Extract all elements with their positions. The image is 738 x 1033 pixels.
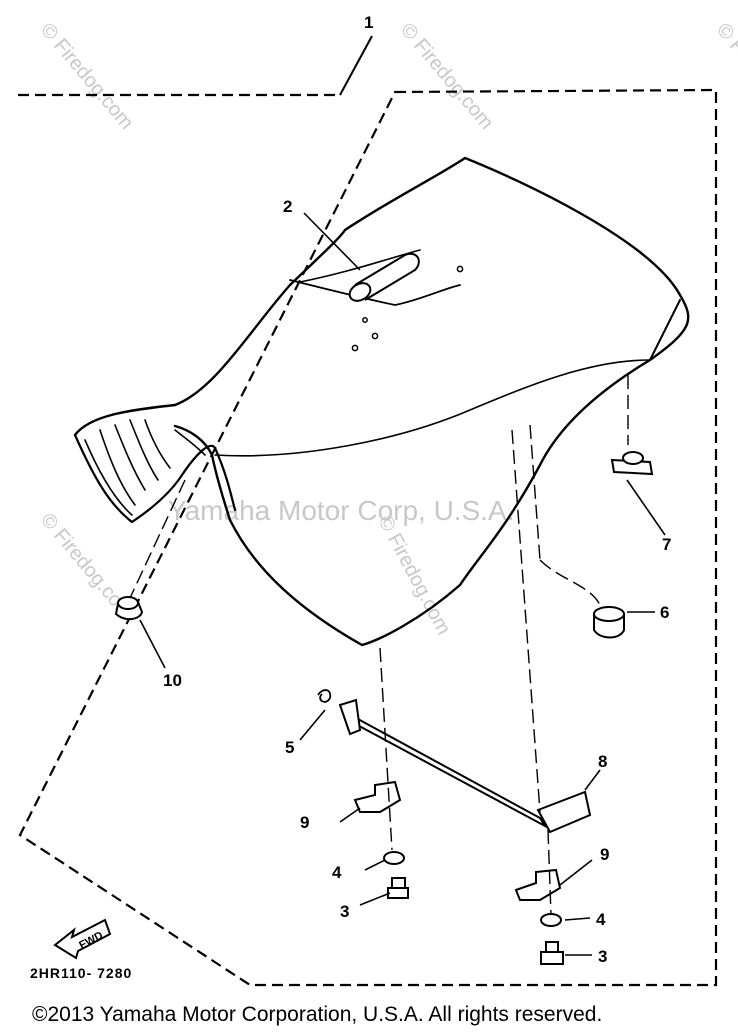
diagram-code: 2HR110- 7280 (30, 965, 132, 981)
assembly-frame (18, 88, 718, 987)
alignment-lines (129, 375, 629, 916)
seat-hole (371, 332, 379, 340)
part-7-nut-clip (610, 451, 654, 476)
callout-3: 3 (598, 947, 607, 966)
callout-3: 3 (340, 902, 349, 921)
callout-6: 6 (660, 603, 669, 622)
part-2-collar (348, 252, 420, 302)
seat-assembly (73, 156, 690, 647)
callout-9: 9 (600, 845, 609, 864)
leader-lines (139, 212, 666, 956)
seat-front-rim (73, 433, 237, 524)
seat-rear-edge (649, 299, 681, 361)
seat-front-inner (84, 419, 206, 516)
seat-contour (214, 359, 651, 457)
callout-7: 7 (662, 535, 671, 554)
callout-labels: 1 2 7 6 10 5 8 9 9 4 4 3 3 (163, 13, 671, 966)
leader-line-1 (339, 35, 373, 96)
callout-5: 5 (285, 738, 294, 757)
part-9-bracket (353, 780, 562, 901)
part-8-lock-rod (338, 698, 592, 834)
callout-4: 4 (596, 910, 606, 929)
seat-outline (73, 156, 690, 647)
callout-8: 8 (598, 752, 607, 771)
part-3-bolt (387, 877, 564, 965)
watermark-firedog: © Firedog.com (396, 19, 497, 134)
seat-hole (351, 344, 359, 352)
watermark-firedog: © Firedog.com (36, 19, 137, 134)
part-10-damper (114, 596, 144, 620)
seat-hole (456, 265, 464, 273)
seat-hole (362, 317, 368, 323)
seat-crease (289, 279, 461, 306)
part-4-washer (383, 851, 562, 927)
watermark-center: Yamaha Motor Corp, U.S.A. (168, 495, 515, 526)
callout-2: 2 (283, 197, 292, 216)
callout-10: 10 (163, 671, 182, 690)
watermark-layer: © Firedog.com © Firedog.com © Firedog.co… (36, 19, 738, 638)
copyright-footer: ©2013 Yamaha Motor Corporation, U.S.A. A… (32, 1003, 602, 1026)
callout-1: 1 (364, 13, 373, 32)
part-5-spring (317, 689, 332, 703)
fwd-arrow-icon: FWD (53, 918, 112, 960)
callout-9: 9 (300, 813, 309, 832)
callout-4: 4 (332, 863, 342, 882)
part-6-damper (593, 606, 625, 639)
